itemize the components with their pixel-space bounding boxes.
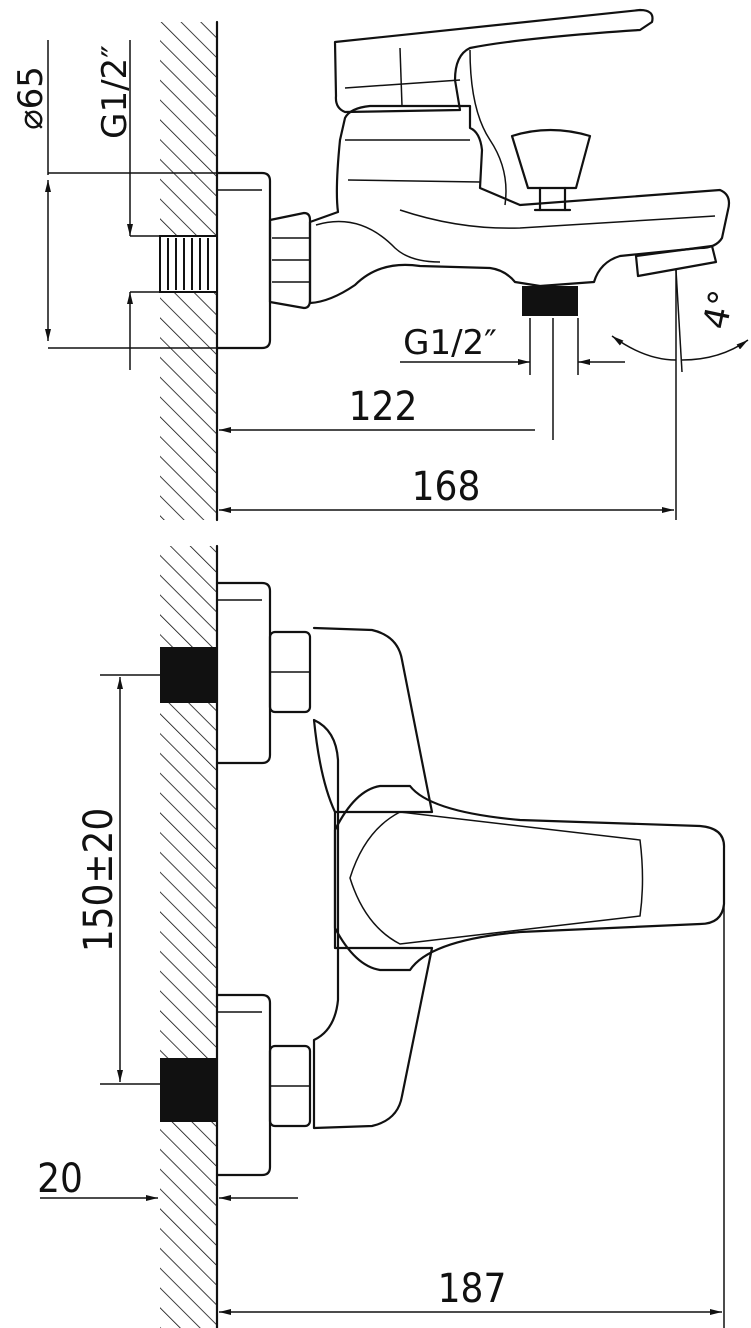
lever-front [333,784,726,972]
mixer-body-front [312,626,434,1130]
diverter-knob [510,128,592,190]
dim-depth-total: 168 [412,464,481,510]
front-view: 150±20 20 187 [37,544,726,1328]
dim-wall-offset: 20 [37,1156,83,1202]
dim-spout-angle: 4° [696,287,743,333]
dim-diameter: ⌀65 [11,66,51,130]
dim-depth-outlet: 122 [349,384,418,430]
spout-tip [634,244,718,278]
dim-inlet-thread: G1/2″ [95,45,135,139]
flange-upper [215,581,272,765]
dim-outlet-thread: G1/2″ [403,323,497,363]
mixer-body-side [308,104,731,305]
inlet-thread-upper [160,647,217,703]
side-view: ⌀65 G1/2″ G1/2″ 4° 122 168 [11,8,749,522]
inlet-thread-top [159,235,218,293]
lever-side [333,8,654,114]
flange-lower [215,993,272,1177]
dim-inlet-spacing: 150±20 [76,808,122,953]
flange-top [215,171,272,350]
outlet-thread [522,286,578,316]
inlet-thread-lower [160,1058,217,1122]
dim-total-depth: 187 [438,1266,507,1312]
